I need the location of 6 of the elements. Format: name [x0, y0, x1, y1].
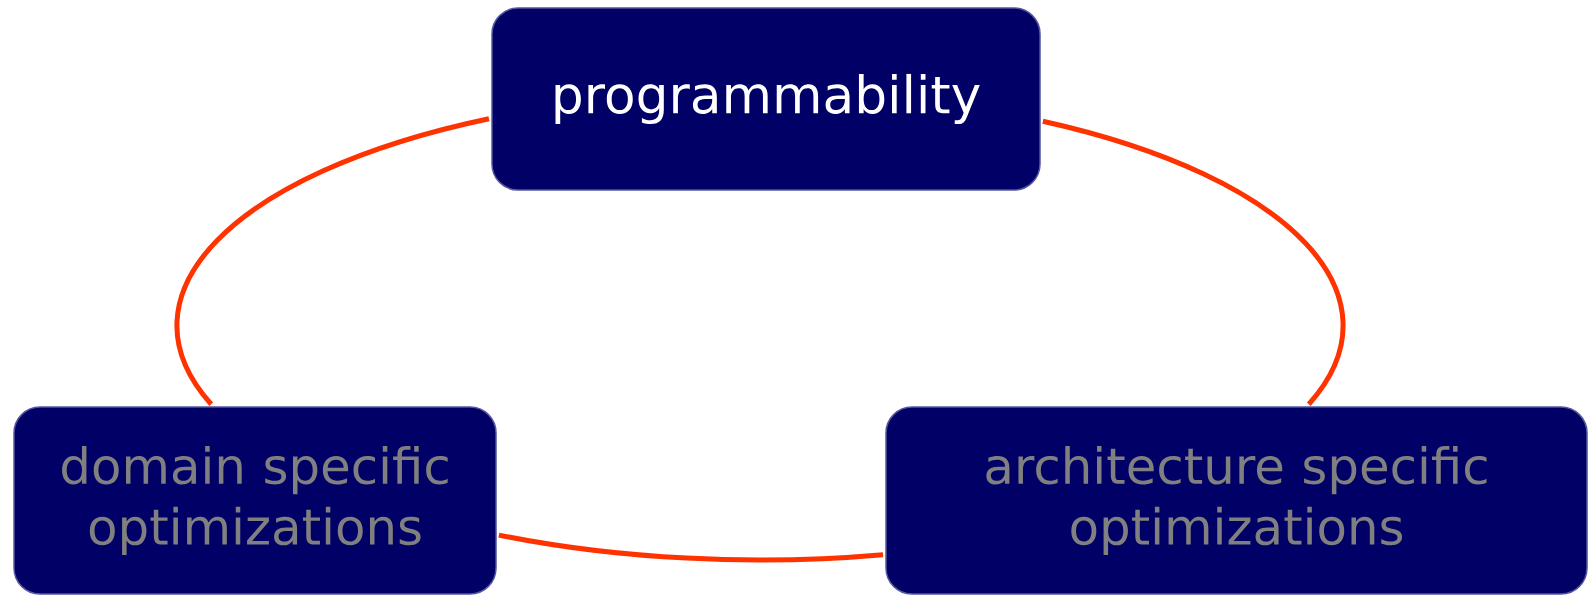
- connector-line: [174, 116, 490, 406]
- connector-line: [1042, 118, 1346, 406]
- connector-line: [498, 532, 884, 563]
- process-box: architecture specific optimizations: [885, 406, 1588, 595]
- process-box: programmability: [491, 7, 1041, 191]
- process-box: domain specific optimizations: [13, 406, 497, 595]
